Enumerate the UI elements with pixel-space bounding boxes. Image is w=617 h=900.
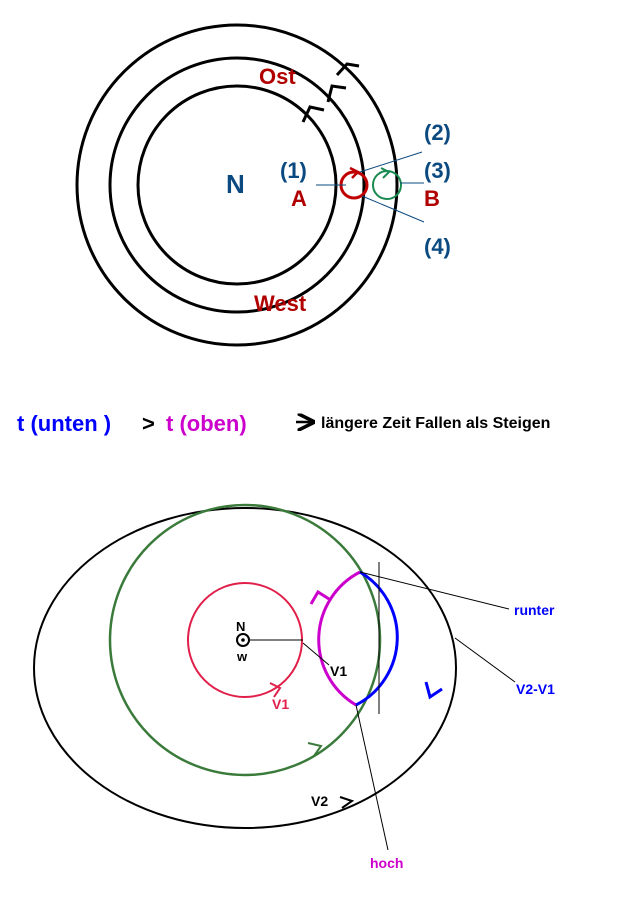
label-n-center: N [226, 169, 245, 199]
loop-a-arrowhead [349, 166, 361, 179]
leader-v1-outer [302, 642, 330, 666]
outer-orbit [75, 23, 399, 347]
label-v1-inner: V1 [272, 696, 289, 712]
label-hoch: hoch [370, 855, 403, 871]
label-west: West [254, 291, 307, 316]
label-center-n: N [236, 619, 245, 634]
label-runter: runter [514, 602, 555, 618]
outer-ellipse [33, 507, 457, 829]
bottom-diagram: N w V1 V1 V2 runter V2-V1 hoch [33, 503, 555, 871]
relation-conclusion: längere Zeit Fallen als Steigen [321, 415, 550, 432]
green-orbit [108, 503, 382, 777]
label-v2: V2 [311, 793, 328, 809]
middle-orbit-arrowhead [326, 84, 347, 103]
v2-arrowhead [339, 796, 355, 809]
red-arrowhead [269, 682, 282, 698]
loop-b-arrowhead [380, 167, 391, 179]
label-v1-outer: V1 [330, 663, 347, 679]
label-marker-3: (3) [424, 158, 451, 183]
label-marker-4: (4) [424, 234, 451, 259]
relation-greater-than: > [142, 411, 155, 436]
top-diagram: Ost West N A B (1) (2) (3) (4) [75, 23, 451, 347]
center-symbol-dot [241, 638, 245, 642]
inner-orbit-arrowhead [301, 105, 325, 123]
label-b: B [424, 186, 440, 211]
leader-runter [359, 571, 510, 610]
epicycle-runter-arc [355, 570, 399, 707]
relation-t-oben: t (oben) [166, 411, 247, 436]
center-symbol-ring [236, 633, 250, 647]
label-v2-minus-v1: V2-V1 [516, 681, 555, 697]
blue-arrowhead [424, 681, 443, 700]
epicycle-hoch-arc [317, 570, 361, 707]
label-a: A [291, 186, 307, 211]
label-marker-1: (1) [280, 158, 307, 183]
label-marker-2: (2) [424, 120, 451, 145]
outer-orbit-arrowhead [335, 62, 360, 77]
relation-t-unten: t (unten ) [17, 411, 111, 436]
leader-v2-v1 [454, 637, 516, 683]
label-ost: Ost [259, 64, 296, 89]
leader-line-2 [359, 151, 423, 173]
magenta-arrowhead [309, 589, 330, 605]
green-arrowhead [307, 742, 323, 757]
leader-hoch [355, 704, 389, 851]
middle-orbit [108, 56, 366, 314]
leader-line-4 [361, 195, 425, 223]
label-center-w: w [236, 649, 248, 664]
relation-row: t (unten ) > t (oben) längere Zeit Falle… [17, 411, 550, 436]
